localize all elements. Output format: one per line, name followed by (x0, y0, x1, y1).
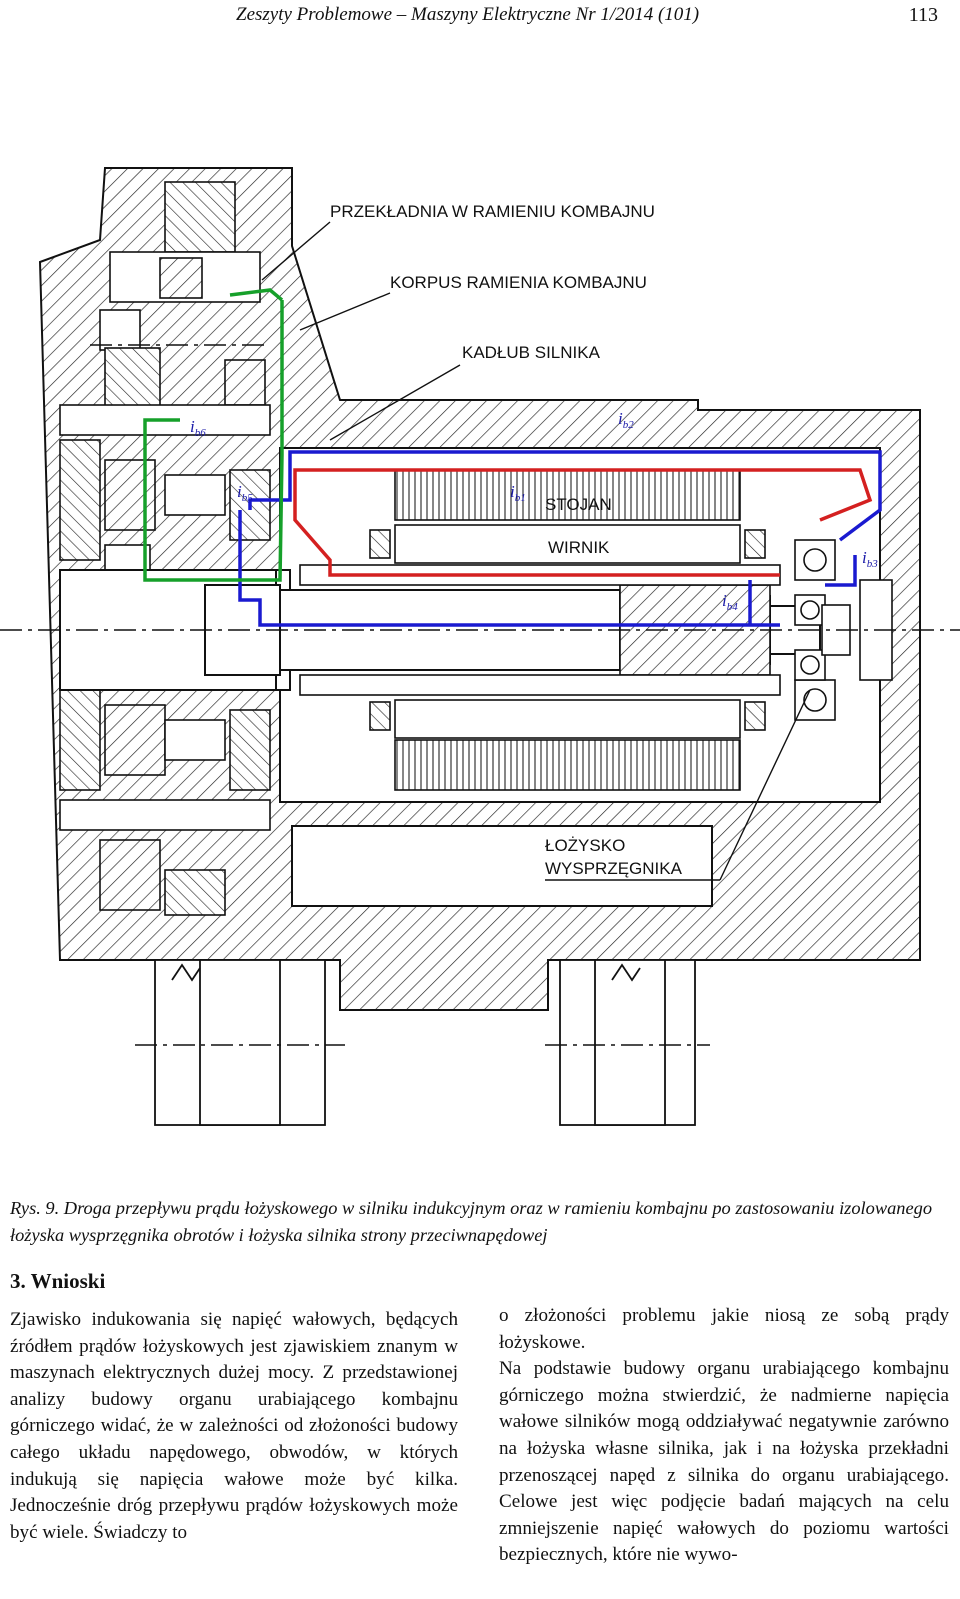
page-number: 113 (908, 4, 938, 26)
right-paragraph-2: Na podstawie budowy organu urabiającego … (499, 1358, 949, 1566)
green-current-path (143, 300, 284, 582)
label-bearing-2: WYSPRZĘGNIKA (545, 859, 683, 878)
blue-current-path (248, 450, 640, 510)
red-current-path (293, 468, 780, 577)
right-column: o złożoności problemu jakie niosą ze sob… (499, 1303, 949, 1569)
label-motor-housing: KADŁUB SILNIKA (462, 343, 601, 362)
label-ib4: ib4 (722, 591, 738, 613)
label-ib2: ib2 (618, 409, 634, 431)
stator-core (369, 469, 766, 791)
center-lines (0, 344, 960, 1046)
section-title: 3. Wnioski (10, 1269, 106, 1293)
label-arm-body: KORPUS RAMIENIA KOMBAJNU (390, 273, 647, 292)
right-paragraph-1: o złożoności problemu jakie niosą ze sob… (499, 1305, 949, 1353)
label-ib3: ib3 (862, 548, 878, 570)
left-column: Zjawisko indukowania się napięć wałowych… (10, 1307, 458, 1546)
label-rotor: WIRNIK (548, 538, 610, 557)
lower-supports (154, 959, 696, 1126)
label-ib5: ib5 (237, 482, 253, 504)
journal-header: Zeszyty Problemowe – Maszyny Elektryczne… (236, 4, 700, 25)
left-paragraph: Zjawisko indukowania się napięć wałowych… (10, 1309, 458, 1543)
label-ib1: ib1 (510, 482, 526, 504)
leader-lines (261, 221, 811, 881)
non-drive-end-bearing (794, 539, 893, 721)
motor-cross-section-figure: PRZEKŁADNIA W RAMIENIU KOMBAJNU KORPUS R… (0, 167, 960, 1126)
label-stator: STOJAN (545, 495, 612, 514)
current-paths (143, 288, 882, 627)
label-ib6: ib6 (190, 417, 206, 439)
gear-train (59, 181, 271, 916)
label-bearing-1: ŁOŻYSKO (545, 836, 625, 855)
figure-caption: Rys. 9. Droga przepływu prądu łożyskoweg… (10, 1198, 933, 1245)
label-gear: PRZEKŁADNIA W RAMIENIU KOMBAJNU (330, 202, 655, 221)
